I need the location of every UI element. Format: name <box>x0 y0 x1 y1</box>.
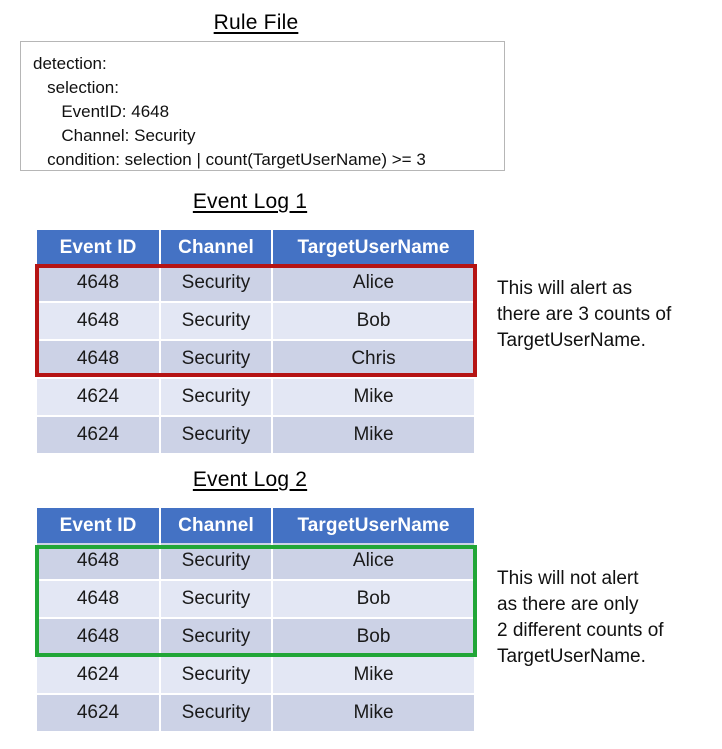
cell-channel: Security <box>160 416 273 453</box>
column-header-targetusername: TargetUserName <box>272 230 474 265</box>
table-header-row: Event ID Channel TargetUserName <box>37 508 474 543</box>
cell-event-id: 4648 <box>37 580 161 619</box>
cell-targetusername: Mike <box>272 694 474 731</box>
rule-file-box: detection: selection: EventID: 4648 Chan… <box>20 41 505 171</box>
table-row: 4624 Security Mike <box>37 694 474 731</box>
cell-channel: Security <box>160 265 273 303</box>
event-log-1-annotation: This will alert as there are 3 counts of… <box>497 278 672 351</box>
cell-targetusername: Chris <box>272 340 474 379</box>
cell-targetusername: Bob <box>272 580 474 619</box>
event-log-1-table: Event ID Channel TargetUserName 4648 Sec… <box>37 230 474 453</box>
rule-line-channel: Channel: Security <box>33 126 196 145</box>
cell-event-id: 4648 <box>37 302 161 341</box>
cell-channel: Security <box>160 378 273 417</box>
table-row: 4648 Security Bob <box>37 302 474 341</box>
cell-channel: Security <box>160 302 273 341</box>
rule-line-selection: selection: <box>33 78 119 97</box>
table-row: 4648 Security Bob <box>37 618 474 657</box>
cell-channel: Security <box>160 543 273 581</box>
cell-event-id: 4624 <box>37 378 161 417</box>
table-row: 4624 Security Mike <box>37 656 474 695</box>
cell-channel: Security <box>160 694 273 731</box>
cell-channel: Security <box>160 618 273 657</box>
cell-channel: Security <box>160 656 273 695</box>
cell-event-id: 4624 <box>37 416 161 453</box>
cell-event-id: 4648 <box>37 265 161 303</box>
table-row: 4648 Security Alice <box>37 543 474 581</box>
table-row: 4648 Security Bob <box>37 580 474 619</box>
table-row: 4624 Security Mike <box>37 416 474 453</box>
cell-targetusername: Mike <box>272 378 474 417</box>
cell-targetusername: Bob <box>272 302 474 341</box>
cell-targetusername: Bob <box>272 618 474 657</box>
column-header-event-id: Event ID <box>37 230 161 265</box>
event-log-2-title: Event Log 2 <box>192 468 308 491</box>
rule-line-detection: detection: <box>33 54 107 73</box>
table-row: 4624 Security Mike <box>37 378 474 417</box>
cell-channel: Security <box>160 580 273 619</box>
rule-file-title: Rule File <box>213 11 299 34</box>
table-row: 4648 Security Alice <box>37 265 474 303</box>
cell-targetusername: Mike <box>272 416 474 453</box>
rule-line-condition: condition: selection | count(TargetUserN… <box>33 150 426 169</box>
event-log-2-table: Event ID Channel TargetUserName 4648 Sec… <box>37 508 474 731</box>
column-header-channel: Channel <box>160 230 273 265</box>
cell-event-id: 4648 <box>37 340 161 379</box>
table-row: 4648 Security Chris <box>37 340 474 379</box>
column-header-targetusername: TargetUserName <box>272 508 474 543</box>
cell-event-id: 4648 <box>37 543 161 581</box>
cell-event-id: 4624 <box>37 656 161 695</box>
cell-targetusername: Mike <box>272 656 474 695</box>
column-header-channel: Channel <box>160 508 273 543</box>
table-header-row: Event ID Channel TargetUserName <box>37 230 474 265</box>
cell-event-id: 4648 <box>37 618 161 657</box>
cell-event-id: 4624 <box>37 694 161 731</box>
rule-line-eventid: EventID: 4648 <box>33 102 170 121</box>
cell-targetusername: Alice <box>272 265 474 303</box>
event-log-1-title: Event Log 1 <box>192 190 308 213</box>
column-header-event-id: Event ID <box>37 508 161 543</box>
cell-targetusername: Alice <box>272 543 474 581</box>
cell-channel: Security <box>160 340 273 379</box>
event-log-2-annotation: This will not alert as there are only 2 … <box>497 568 664 667</box>
